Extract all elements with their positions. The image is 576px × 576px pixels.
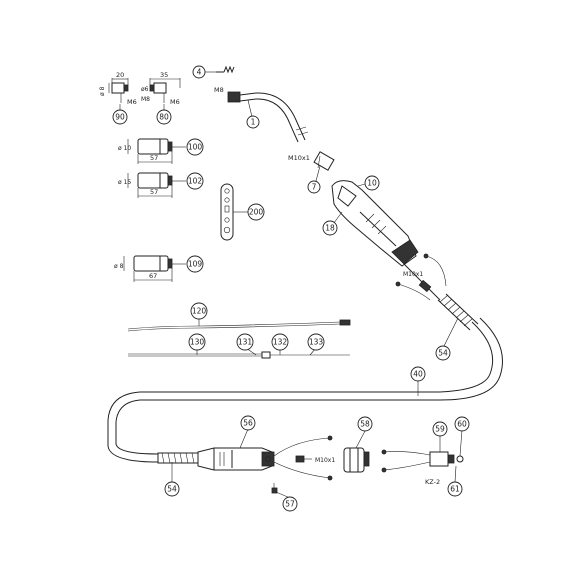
svg-text:10: 10 (367, 179, 377, 188)
dim-m6-label: M6 (127, 98, 137, 106)
svg-text:40: 40 (413, 370, 423, 379)
svg-text:18: 18 (325, 224, 335, 233)
dim-20-label: 20 (116, 71, 124, 79)
part-4-spring (216, 65, 235, 74)
svg-text:61: 61 (450, 485, 460, 494)
callout-57: 57 (282, 496, 298, 512)
callout-131: 131 (236, 333, 254, 351)
part-40-cable (107, 317, 503, 463)
kz2-label: KZ-2 (425, 478, 440, 486)
connector-wires: M10x1 (273, 435, 335, 481)
svg-text:109: 109 (188, 260, 203, 269)
svg-text:56: 56 (243, 419, 253, 428)
svg-text:54: 54 (167, 485, 177, 494)
dim-d8-label: ø 8 (99, 86, 106, 96)
svg-text:7: 7 (312, 183, 317, 192)
callout-4: 4 (192, 65, 206, 79)
svg-text:120: 120 (192, 307, 207, 316)
svg-text:54: 54 (438, 349, 448, 358)
dim-d8b-label: ø 8 (114, 263, 124, 270)
callout-54-top: 54 (435, 345, 451, 361)
svg-text:102: 102 (188, 177, 203, 186)
part-57-screw (271, 483, 278, 494)
part-102-nozzle: ø 15 57 (118, 172, 173, 198)
callout-61: 61 (447, 481, 463, 497)
callout-7: 7 (307, 180, 321, 194)
dim-m6b-label: M6 (170, 98, 180, 106)
dim-35-label: 35 (160, 71, 168, 79)
svg-text:4: 4 (197, 68, 202, 77)
dim-d6-label: ø6 (141, 86, 149, 93)
part-90-contact-tip: 20 ø 8 M6 (99, 71, 137, 106)
svg-text:57: 57 (285, 500, 295, 509)
callout-10: 10 (364, 175, 380, 191)
dim-67-label: 67 (149, 272, 157, 280)
dim-m8-label: M8 (141, 96, 150, 103)
part-54-spring-guard-top (437, 293, 479, 331)
part-109-nozzle: ø 8 67 (114, 255, 173, 282)
svg-text:132: 132 (273, 338, 288, 347)
m10x1-cable-label: M10x1 (403, 271, 423, 278)
part-58-plug-housing (343, 447, 370, 473)
svg-text:100: 100 (188, 143, 203, 152)
callout-54-bottom: 54 (164, 481, 180, 497)
svg-text:131: 131 (238, 338, 253, 347)
svg-text:1: 1 (251, 118, 256, 127)
svg-text:58: 58 (360, 420, 370, 429)
callout-90: 90 (112, 109, 128, 125)
dim-57a-label: 57 (150, 154, 158, 162)
dim-57b-label: 57 (150, 188, 158, 196)
callout-60: 60 (454, 416, 470, 432)
callout-58: 58 (357, 416, 373, 432)
part-100-nozzle: ø 10 57 (118, 138, 173, 164)
part-10-handle (331, 180, 419, 267)
part-130-liner (128, 351, 350, 359)
callout-40: 40 (410, 366, 426, 382)
dim-d15-label: ø 15 (118, 179, 131, 186)
part-56-connector-body (197, 447, 275, 471)
part-59-control-plug: KZ-2 (381, 449, 464, 486)
part-7-nut (313, 151, 335, 171)
part-200-spacer (220, 183, 234, 241)
part-120-liner (127, 319, 351, 332)
svg-text:59: 59 (435, 425, 445, 434)
m10x1-plug-label: M10x1 (315, 457, 335, 464)
svg-text:130: 130 (190, 338, 205, 347)
callout-18: 18 (322, 220, 338, 236)
callout-102: 102 (186, 172, 204, 190)
cable-branch: M10x1 (395, 253, 447, 301)
callout-132: 132 (271, 333, 289, 351)
callout-100: 100 (186, 138, 204, 156)
svg-text:80: 80 (159, 113, 169, 122)
m8-label: M8 (214, 86, 224, 94)
part-54-spring-guard-bottom (157, 452, 199, 464)
callout-56: 56 (240, 415, 256, 431)
callout-80: 80 (156, 109, 172, 125)
m10x1-neck-label: M10x1 (288, 154, 310, 162)
svg-text:133: 133 (309, 338, 324, 347)
part-80-contact-tip: 35 ø6 M6 M8 (141, 71, 181, 106)
svg-text:90: 90 (115, 113, 125, 122)
callout-130: 130 (188, 333, 206, 351)
svg-text:200: 200 (249, 208, 264, 217)
callout-59: 59 (432, 421, 448, 437)
leader-lines (119, 71, 463, 499)
callout-120: 120 (190, 302, 208, 320)
callout-109: 109 (186, 255, 204, 273)
svg-text:60: 60 (457, 420, 467, 429)
dim-d10-label: ø 10 (118, 145, 131, 152)
callout-1: 1 (246, 115, 260, 129)
callout-133: 133 (307, 333, 325, 351)
part-1-swan-neck: M8 M10x1 (214, 86, 310, 162)
callout-200: 200 (247, 203, 265, 221)
